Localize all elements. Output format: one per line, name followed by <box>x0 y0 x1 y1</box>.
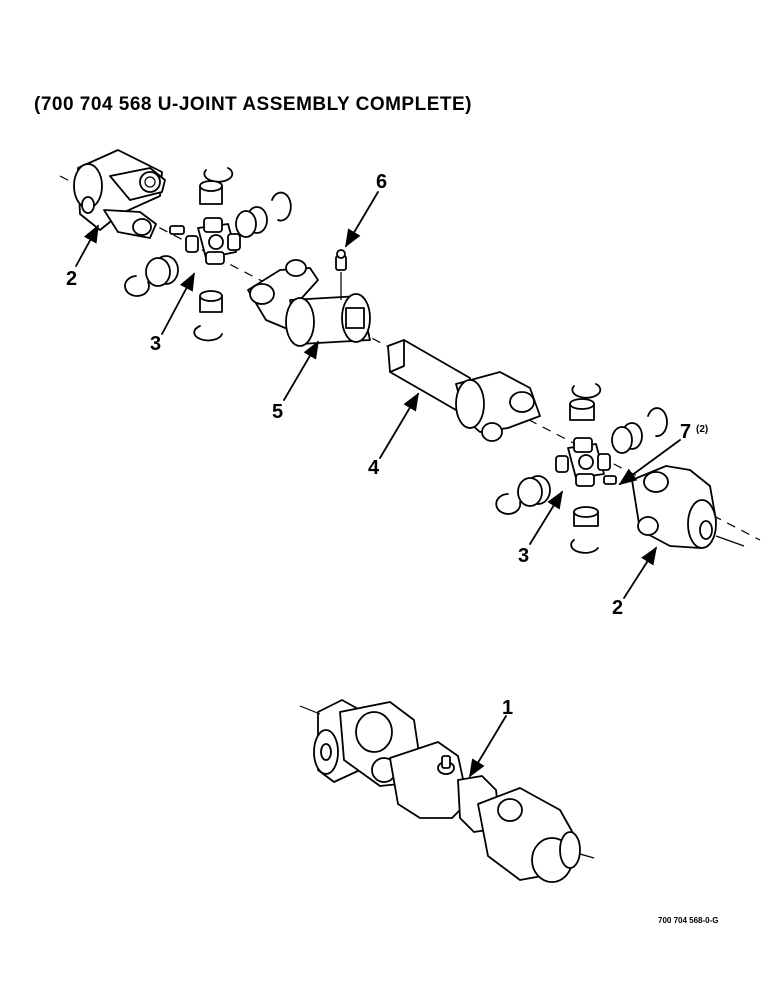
callout-3-bottom: 3 <box>518 545 529 567</box>
yoke-top-left <box>73 149 166 239</box>
cross-top <box>169 217 241 265</box>
callout-arrows <box>75 191 681 778</box>
shaft-yoke <box>387 339 541 442</box>
assembly-complete <box>299 699 595 883</box>
grease-fitting-top <box>335 249 347 300</box>
figure-code: 700 704 568-0-G <box>658 916 719 925</box>
callout-3-top: 3 <box>150 333 161 355</box>
diagram-title: (700 704 568 U-JOINT ASSEMBLY COMPLETE) <box>34 94 472 115</box>
callout-4: 4 <box>368 457 380 479</box>
tube-yoke <box>247 259 371 347</box>
yoke-bottom-right <box>631 465 745 549</box>
callout-7-quantity: (2) <box>696 424 708 435</box>
callout-2-bottom: 2 <box>612 597 623 619</box>
callout-1: 1 <box>502 697 513 719</box>
callout-2-top: 2 <box>66 268 77 290</box>
bearing-cups-top <box>124 167 292 342</box>
callout-6: 6 <box>376 171 387 193</box>
callout-5: 5 <box>272 401 283 423</box>
callout-7: 7 <box>680 421 691 443</box>
bearing-cups-bottom <box>495 383 668 554</box>
cross-bottom <box>555 437 617 487</box>
